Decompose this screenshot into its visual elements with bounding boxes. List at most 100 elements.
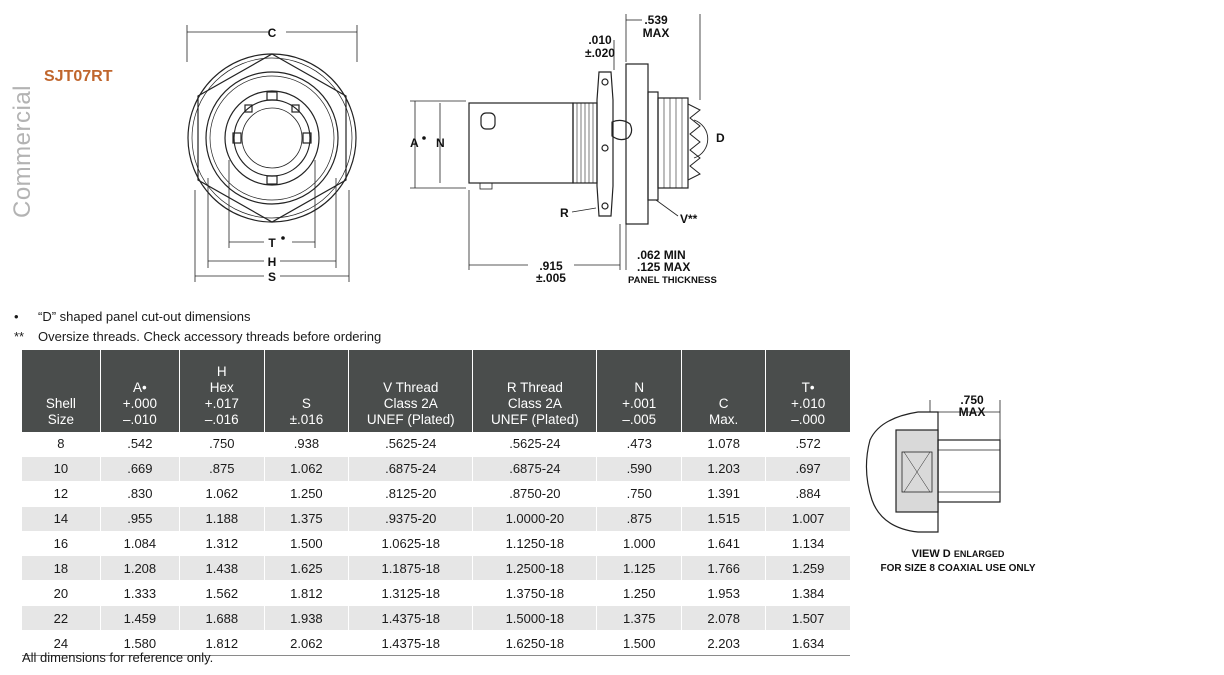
table-cell: 1.580 bbox=[99, 630, 180, 657]
dim-v-label: V** bbox=[680, 212, 698, 226]
dim-t-label: T bbox=[268, 236, 276, 250]
table-cell: .6875-24 bbox=[348, 456, 473, 482]
front-view bbox=[186, 25, 358, 282]
note-item: • “D” shaped panel cut-out dimensions bbox=[14, 307, 381, 327]
dim-d-label: D bbox=[716, 131, 725, 145]
table-cell: .5625-24 bbox=[348, 432, 473, 457]
table-cell: 1.459 bbox=[99, 605, 180, 632]
table-cell: 18 bbox=[22, 555, 101, 582]
table-cell: .590 bbox=[596, 456, 682, 482]
table-cell: 1.500 bbox=[263, 531, 349, 557]
dim-n-label: N bbox=[436, 136, 445, 150]
table-cell: .955 bbox=[99, 506, 180, 532]
table-cell: 1.375 bbox=[596, 605, 682, 632]
column-header-line: Size bbox=[47, 412, 75, 427]
bullet-icon bbox=[281, 236, 285, 240]
dim-062-label: .062 MIN bbox=[637, 248, 686, 262]
table-cell: 1.062 bbox=[178, 481, 265, 507]
table-cell: .750 bbox=[596, 481, 682, 507]
table-cell: .669 bbox=[99, 456, 180, 482]
table-cell: .750 bbox=[178, 432, 265, 457]
column-header-line: +.010 bbox=[791, 396, 826, 411]
table-cell: 1.250 bbox=[596, 580, 682, 607]
table-cell: 1.641 bbox=[681, 531, 766, 557]
dim-125-label: .125 MAX bbox=[637, 260, 690, 274]
table-cell: 1.062 bbox=[263, 456, 349, 482]
table-cell: 1.507 bbox=[765, 605, 850, 632]
column-header: S±.016 bbox=[263, 350, 349, 432]
table-cell: 1.2500-18 bbox=[472, 555, 597, 582]
table-cell: 1.1250-18 bbox=[472, 531, 597, 557]
column-header: A•+.000–.010 bbox=[99, 350, 180, 432]
column-header-line: R Thread bbox=[506, 380, 563, 395]
dim-h-label: H bbox=[268, 255, 277, 269]
svg-text:VIEW D ENLARGED: VIEW D ENLARGED bbox=[912, 548, 1005, 560]
dim-539-label: .539 bbox=[644, 13, 668, 27]
column-header-line: Max. bbox=[709, 412, 739, 427]
table-cell: .884 bbox=[765, 481, 850, 507]
table-cell: 1.203 bbox=[681, 456, 766, 482]
table-cell: 1.134 bbox=[765, 531, 850, 557]
view-d-caption: VIEW D bbox=[912, 548, 951, 560]
table-cell: 1.3125-18 bbox=[348, 580, 473, 607]
table-cell: 1.312 bbox=[178, 531, 265, 557]
table-cell: 14 bbox=[22, 506, 101, 532]
table-cell: 1.000 bbox=[596, 531, 682, 557]
table-cell: .938 bbox=[263, 432, 349, 457]
table-cell: 1.375 bbox=[263, 506, 349, 532]
table-cell: 1.500 bbox=[596, 630, 682, 657]
view-d-drawing bbox=[865, 400, 1001, 533]
table-cell: .473 bbox=[596, 432, 682, 457]
dim-915-label: .915 bbox=[539, 259, 563, 273]
table-cell: 1.6250-18 bbox=[472, 630, 597, 657]
table-cell: 1.812 bbox=[178, 630, 265, 657]
table-cell: 1.084 bbox=[99, 531, 180, 557]
table-cell: 1.333 bbox=[99, 580, 180, 607]
column-header-line: T• bbox=[801, 380, 815, 395]
table-cell: 1.188 bbox=[178, 506, 265, 532]
table-cell: 8 bbox=[22, 432, 101, 457]
table-cell: 1.438 bbox=[178, 555, 265, 582]
table-cell: .8125-20 bbox=[348, 481, 473, 507]
panel-thickness-label: PANEL THICKNESS bbox=[628, 275, 717, 286]
table-cell: 1.562 bbox=[178, 580, 265, 607]
table-cell: 1.384 bbox=[765, 580, 850, 607]
table-cell: 1.3750-18 bbox=[472, 580, 597, 607]
dim-s-label: S bbox=[268, 270, 276, 284]
table-cell: 20 bbox=[22, 580, 101, 607]
table-cell: 1.812 bbox=[263, 580, 349, 607]
table-cell: 1.4375-18 bbox=[348, 630, 473, 657]
dim-010-tol-label: ±.020 bbox=[585, 46, 615, 60]
bullet-icon bbox=[422, 136, 426, 140]
column-header-line: Shell bbox=[45, 396, 76, 411]
table-cell: 1.250 bbox=[263, 481, 349, 507]
dim-750-max-label: MAX bbox=[959, 405, 986, 419]
column-header-line: Class 2A bbox=[383, 396, 438, 411]
column-header-line: +.017 bbox=[204, 396, 239, 411]
column-header: T•+.010–.000 bbox=[765, 350, 850, 432]
table-cell: 22 bbox=[22, 605, 101, 632]
table-cell: .830 bbox=[99, 481, 180, 507]
table-cell: .5625-24 bbox=[472, 432, 597, 457]
dim-915-tol-label: ±.005 bbox=[536, 271, 566, 285]
table-cell: 1.208 bbox=[99, 555, 180, 582]
column-header: N+.001–.005 bbox=[596, 350, 682, 432]
table-cell: 10 bbox=[22, 456, 101, 482]
column-header-line: –.010 bbox=[122, 412, 157, 427]
table-cell: .6875-24 bbox=[472, 456, 597, 482]
dim-750-label: .750 bbox=[960, 393, 984, 407]
side-view bbox=[410, 14, 709, 270]
view-d-caption-line2: FOR SIZE 8 COAXIAL USE ONLY bbox=[880, 563, 1035, 574]
table-cell: .572 bbox=[765, 432, 850, 457]
table-cell: 1.634 bbox=[765, 630, 850, 657]
table-cell: 1.766 bbox=[681, 555, 766, 582]
